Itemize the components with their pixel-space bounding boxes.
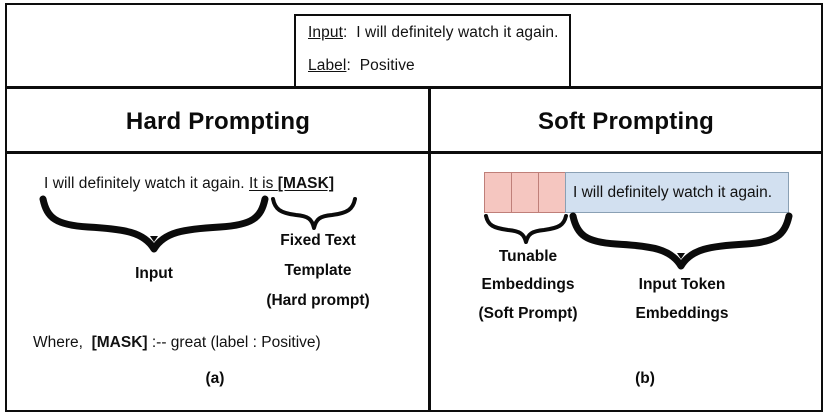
divider-between-columns: [428, 86, 431, 412]
example-label-value: Positive: [359, 57, 415, 74]
brace-under-input-icon: [39, 195, 269, 253]
column-header-soft-prompting: Soft Prompting: [537, 108, 715, 135]
example-input-value: I will definitely watch it again.: [356, 24, 559, 41]
label-input: Input: [135, 265, 173, 282]
hard-prompt-template-prefix: It is: [249, 175, 278, 192]
example-io-box: Input: I will definitely watch it again.…: [294, 14, 571, 88]
example-label-key: Label: [308, 57, 347, 74]
where-mask-token: [MASK]: [91, 334, 148, 351]
hard-prompt-input-text: I will definitely watch it again.: [44, 175, 245, 192]
example-label-separator: :: [346, 57, 351, 74]
label-fixed-text: Fixed Text: [280, 232, 356, 249]
where-suffix: :-- great (label : Positive): [151, 334, 321, 351]
brace-under-template-icon: [270, 197, 358, 231]
example-input-key: Input: [308, 24, 343, 41]
figure-outer-frame: [5, 3, 823, 412]
hard-prompt-sentence: I will definitely watch it again. It is …: [44, 175, 334, 193]
soft-prompt-token-strip: I will definitely watch it again.: [484, 172, 789, 213]
label-embeddings-soft: Embeddings: [481, 276, 575, 293]
subfigure-caption-b: (b): [635, 370, 655, 387]
label-embeddings-input: Embeddings: [635, 305, 729, 322]
label-template: Template: [284, 262, 352, 279]
input-token-cell: I will definitely watch it again.: [565, 172, 789, 213]
label-tunable: Tunable: [498, 248, 558, 265]
label-input-token: Input Token: [638, 276, 726, 293]
where-prefix: Where,: [33, 334, 83, 351]
hard-prompt-verbalizer-note: Where, [MASK] :-- great (label : Positiv…: [33, 334, 321, 352]
brace-under-input-tokens-icon: [569, 212, 793, 270]
divider-below-headers: [5, 151, 823, 154]
brace-under-soft-tokens-icon: [483, 214, 569, 244]
label-soft-prompt: (Soft Prompt): [478, 305, 578, 322]
label-hard-prompt: (Hard prompt): [266, 292, 370, 309]
hard-prompt-template-text: It is [MASK]: [249, 175, 334, 192]
example-input-separator: :: [342, 24, 348, 41]
soft-token-cell: [538, 172, 566, 213]
example-input-line: Input: I will definitely watch it again.: [308, 24, 559, 42]
example-label-line: Label: Positive: [308, 57, 415, 75]
soft-token-cell: [484, 172, 512, 213]
subfigure-caption-a: (a): [205, 370, 225, 387]
soft-token-cell: [511, 172, 539, 213]
column-header-hard-prompting: Hard Prompting: [125, 108, 311, 135]
hard-prompt-mask-token: [MASK]: [277, 175, 335, 192]
